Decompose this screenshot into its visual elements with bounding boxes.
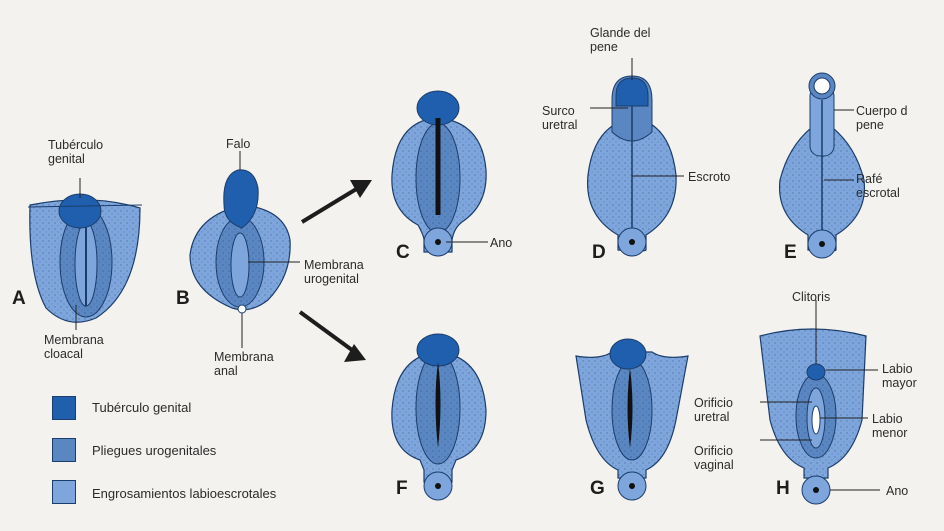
label-labio-menor: Labio menor (872, 412, 907, 440)
label-membrana-anal: Membrana anal (214, 350, 274, 378)
label-escroto: Escroto (688, 170, 730, 184)
stage-a-figure (28, 178, 142, 330)
label-surco-uretral: Surco uretral (542, 104, 577, 132)
label-tuberculo-genital: Tubérculo genital (48, 138, 103, 166)
label-membrana-urogenital: Membrana urogenital (304, 258, 364, 286)
label-cuerpo-de-pene: Cuerpo d pene (856, 104, 907, 132)
legend-label-tuberculo: Tubérculo genital (92, 400, 191, 415)
label-orificio-vaginal: Orificio vaginal (694, 444, 734, 472)
legend-swatch-engrosamientos (52, 480, 76, 504)
label-rafe-escrotal: Rafé escrotal (856, 172, 900, 200)
stage-letter-g: G (590, 478, 605, 500)
label-orificio-uretral: Orificio uretral (694, 396, 733, 424)
stage-letter-f: F (396, 478, 408, 500)
label-clitoris: Clitoris (792, 290, 830, 304)
stage-d-figure (588, 58, 684, 256)
label-ano-c: Ano (490, 236, 512, 250)
stage-b-figure (190, 151, 300, 348)
stage-letter-c: C (396, 242, 410, 264)
stage-letter-d: D (592, 242, 606, 264)
stage-letter-h: H (776, 478, 790, 500)
arrow-up (302, 180, 372, 222)
legend-swatch-tuberculo (52, 396, 76, 420)
arrow-down (300, 312, 366, 362)
stage-e-figure (780, 73, 865, 258)
stage-h-figure (760, 300, 880, 504)
stage-g-figure (576, 339, 688, 500)
label-falo: Falo (226, 137, 250, 151)
stage-f-figure (392, 334, 486, 500)
label-membrana-cloacal: Membrana cloacal (44, 333, 104, 361)
stage-letter-e: E (784, 242, 797, 264)
label-labio-mayor: Labio mayor (882, 362, 917, 390)
legend-label-engrosamientos: Engrosamientos labioescrotales (92, 486, 276, 501)
stage-letter-a: A (12, 288, 26, 310)
legend-label-pliegues: Pliegues urogenitales (92, 443, 216, 458)
legend-swatch-pliegues (52, 438, 76, 462)
label-ano-h: Ano (886, 484, 908, 498)
label-glande-del-pene: Glande del pene (590, 26, 650, 54)
stage-c-figure (392, 91, 488, 256)
stage-letter-b: B (176, 288, 190, 310)
